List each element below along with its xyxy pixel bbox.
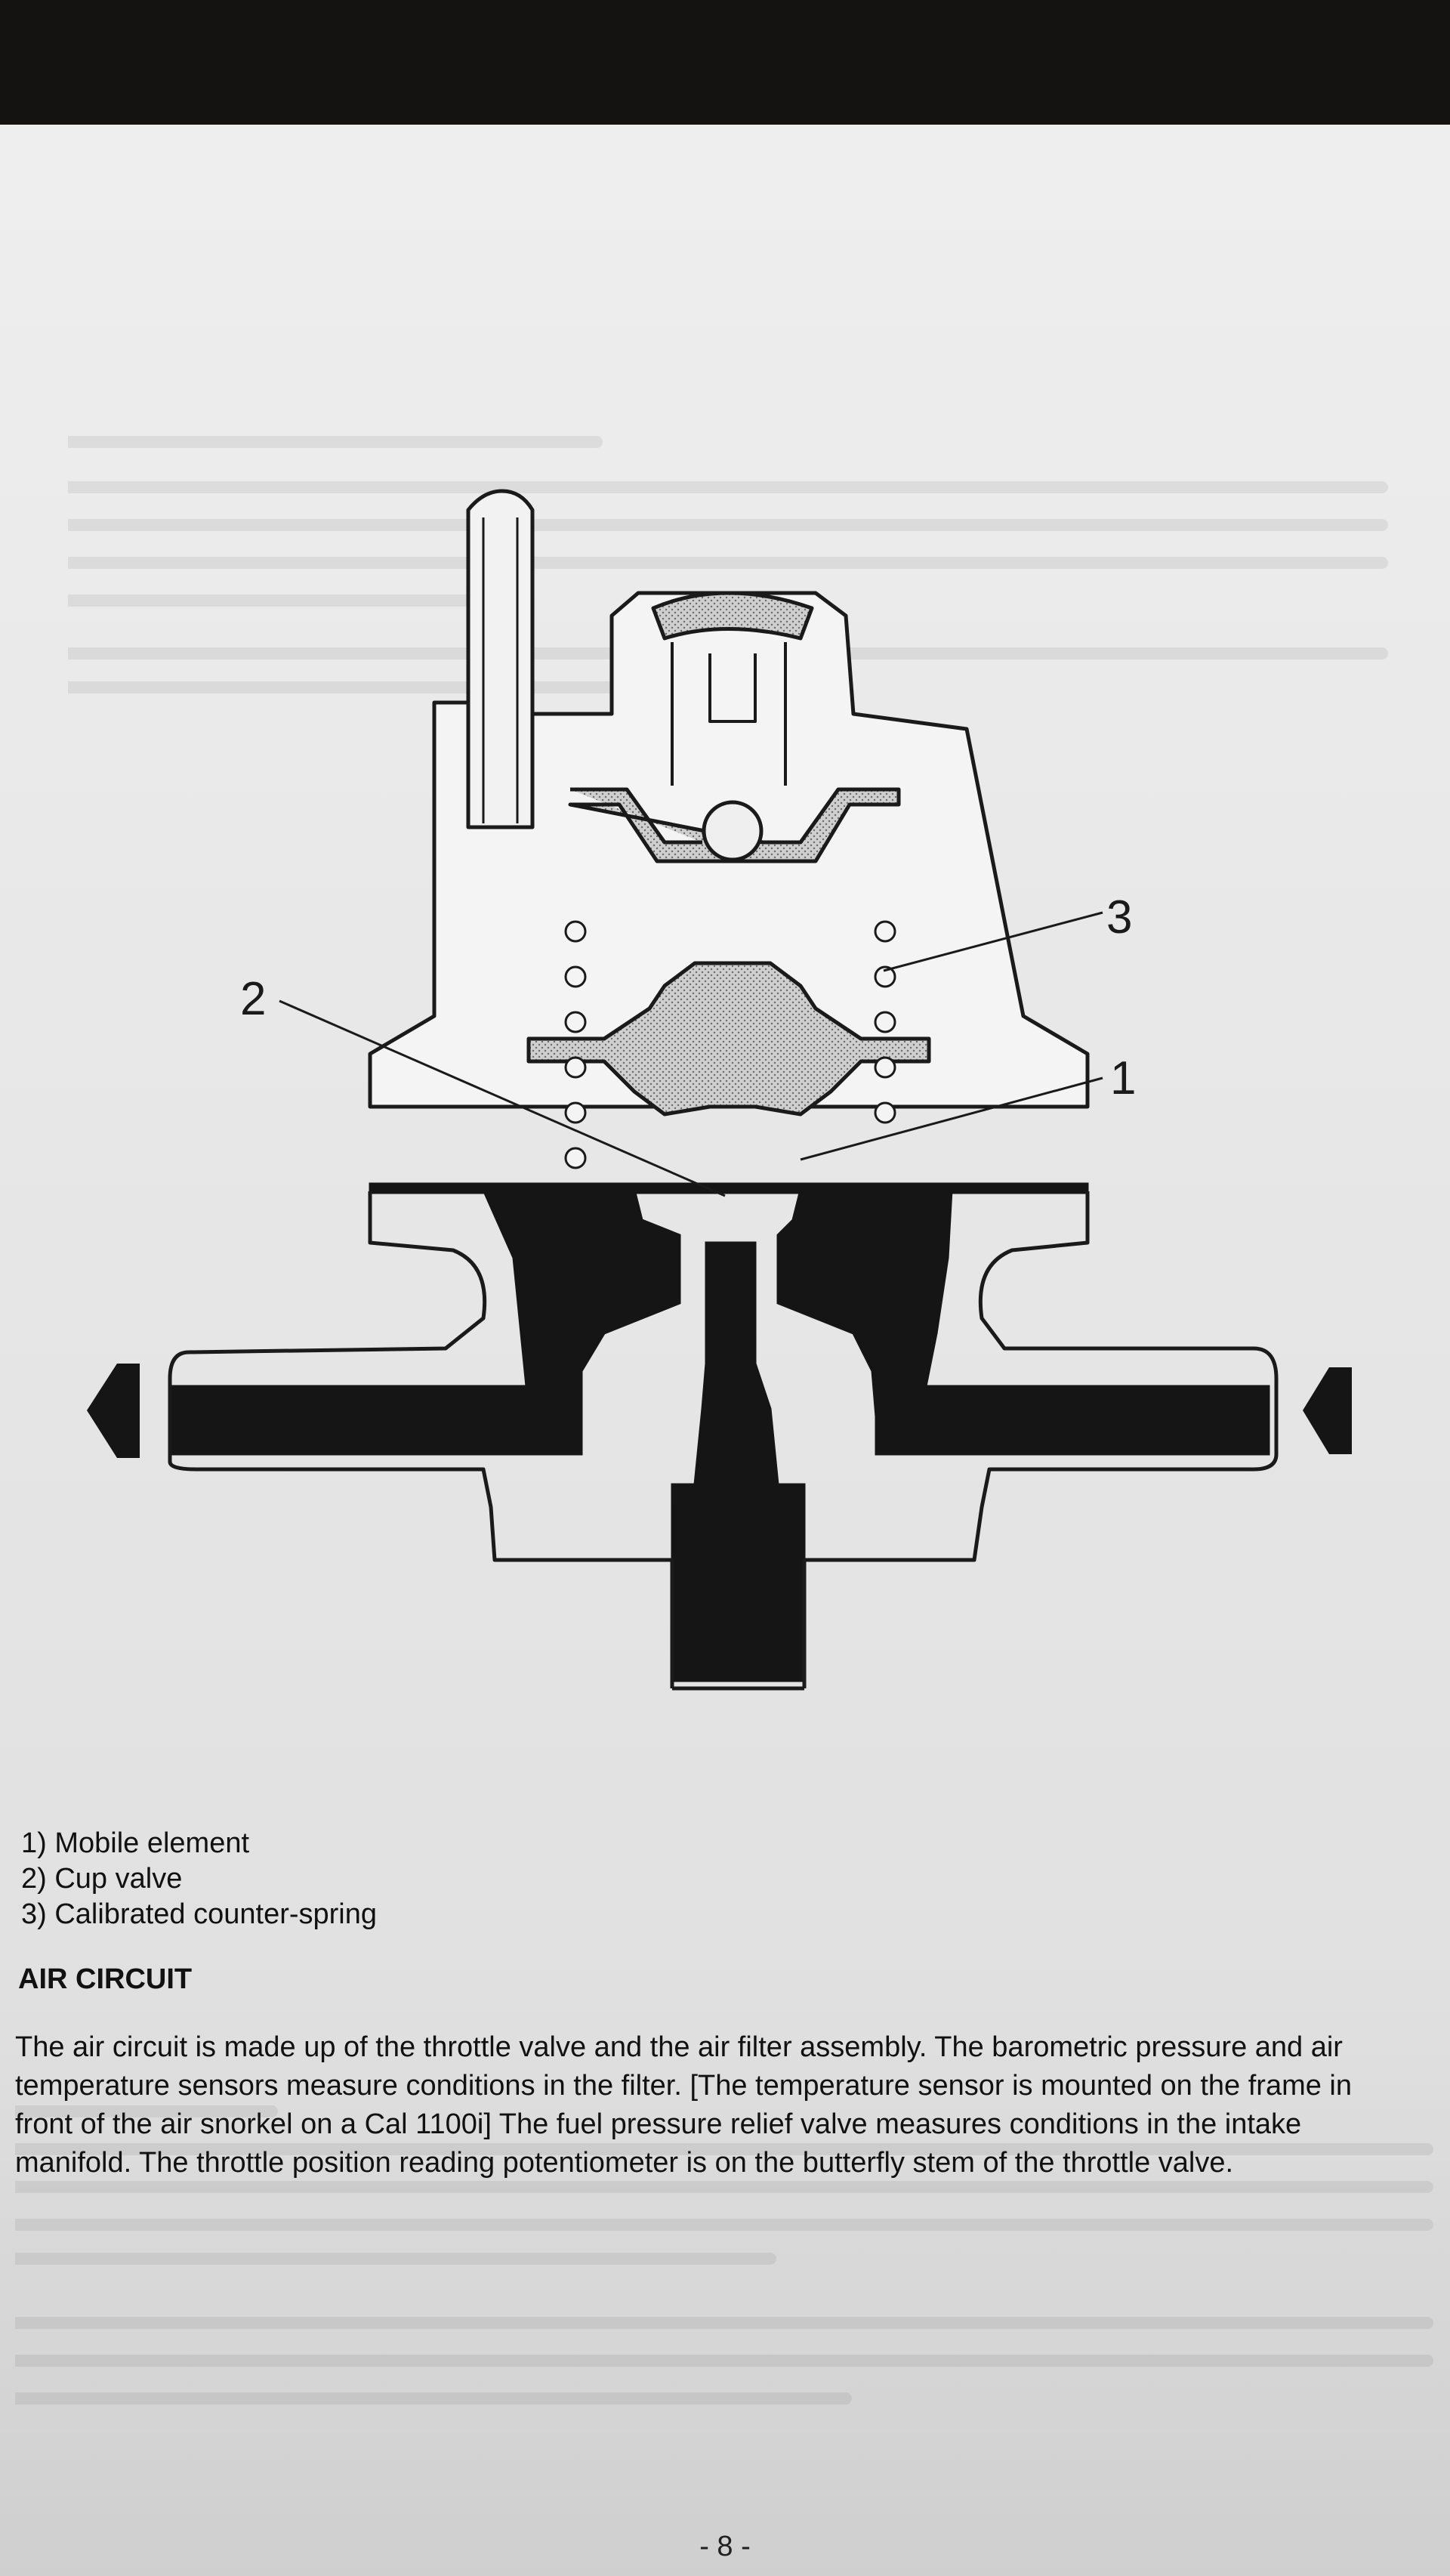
lower-housing-right [802, 1191, 1279, 1688]
bleed-through-bottom [9, 2096, 1435, 2414]
leader-line-3 [883, 911, 1103, 972]
outlet-arrow-left [87, 1364, 140, 1458]
fuel-passage-left [168, 1385, 583, 1456]
flow-arrows [87, 1364, 1352, 1458]
leader-line-2 [279, 999, 726, 1197]
bleed-lines-bottom [9, 2105, 1433, 2405]
counter-spring-coils [564, 920, 896, 1169]
paragraph-line: front of the air snorkel on a Cal 1100i]… [15, 2108, 1302, 2140]
air-circuit-paragraph: The air circuit is made up of the thrott… [15, 2028, 1450, 2182]
vacuum-nipple [466, 489, 535, 829]
lower-housing-left [168, 1191, 674, 1688]
callout-label-2: 2 [240, 973, 266, 1025]
figure-legend: 1) Mobile element 2) Cup valve 3) Calibr… [21, 1826, 377, 1932]
leader-line-1 [800, 1076, 1103, 1161]
pressure-regulator-diagram: 3 1 2 [87, 489, 1352, 1691]
paragraph-line: The air circuit is made up of the thrott… [15, 2031, 1343, 2063]
document-page: 3 1 2 1) Mobile element 2) Cup valve 3) … [0, 125, 1450, 2576]
callout-label-1: 1 [1110, 1052, 1136, 1104]
page-number: - 8 - [699, 2531, 751, 2562]
paragraph-line: manifold. The throttle position reading … [15, 2147, 1234, 2179]
mobile-element [526, 961, 931, 1117]
legend-item-cup-valve: 2) Cup valve [21, 1863, 183, 1895]
ball-valve [702, 800, 764, 862]
separator-line [369, 1182, 1089, 1194]
callout-label-3: 3 [1106, 891, 1132, 944]
legend-item-counter-spring: 3) Calibrated counter-spring [21, 1898, 378, 1930]
inlet-arrow-right [1303, 1367, 1352, 1454]
legend-item-mobile-element: 1) Mobile element [21, 1827, 250, 1859]
return-stem [671, 1241, 806, 1682]
fuel-passage-right [875, 1385, 1270, 1456]
spring-seat [568, 787, 901, 863]
top-cap [651, 591, 814, 641]
fuel-chamber-left [481, 1188, 681, 1441]
paragraph-line: temperature sensors measure conditions i… [15, 2070, 1353, 2102]
section-heading: AIR CIRCUIT [18, 1963, 193, 1995]
